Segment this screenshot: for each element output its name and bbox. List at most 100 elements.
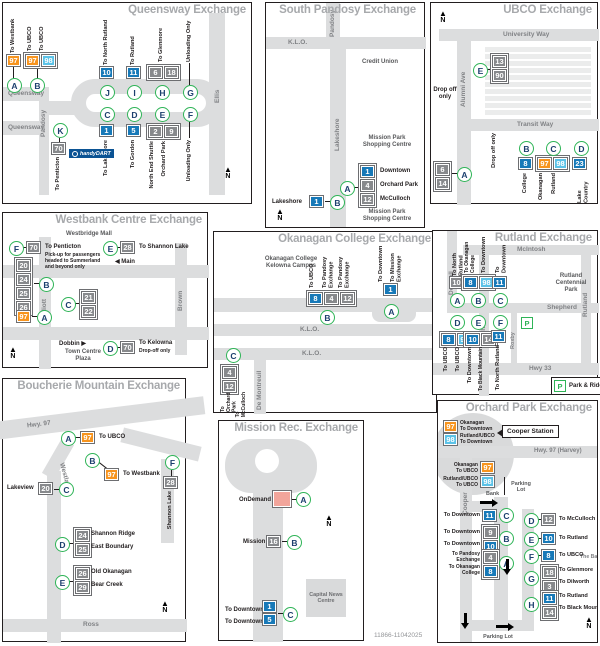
road-transit-way [471, 119, 599, 131]
route-label: East Boundary [91, 544, 134, 550]
road-westlake2 [47, 471, 61, 643]
leader-line [282, 541, 287, 542]
route-box: 11 [483, 510, 496, 521]
route-box: 70 [27, 242, 40, 253]
route-box: 24 [17, 274, 30, 285]
bay-circle: B [519, 141, 534, 156]
route-box: 12 [223, 381, 236, 392]
route-label: To Rutland [559, 593, 588, 599]
route-box: 12 [361, 194, 374, 205]
leader-line [69, 543, 73, 544]
route-group: 8 98 [461, 274, 496, 291]
street-label: Alumni Ave [460, 71, 467, 107]
route-box: 11 [127, 67, 140, 78]
route-box: 18 [543, 567, 556, 578]
route-box: 12 [341, 293, 354, 304]
ondemand-stop [273, 491, 291, 507]
roundabout [255, 449, 279, 473]
route-box: 13 [493, 56, 506, 67]
route-box: 97 [481, 462, 494, 473]
route-label: To Downtown [225, 607, 264, 613]
print-code: 11866-11042025 [374, 632, 423, 639]
north-arrow-icon: ▲ [439, 9, 447, 18]
route-label: To Pandosy Exchange [452, 551, 480, 563]
route-box: 18 [165, 67, 178, 78]
route-group: 1 4 12 [358, 163, 377, 208]
bay-circle: A [7, 78, 22, 93]
route-box: 25 [76, 544, 89, 555]
north-arrow: ▲N [585, 615, 593, 631]
direction-arrow [464, 613, 467, 623]
leader-line [34, 283, 39, 284]
bay-label: To Westbank [123, 471, 160, 477]
road-dobbin [3, 327, 209, 340]
route-box: 25 [17, 288, 30, 299]
road-cooper [460, 458, 472, 642]
leader-line [354, 187, 358, 188]
bay-label: College [522, 173, 528, 194]
route-box: 98 [554, 158, 567, 169]
bay-circle: G [524, 571, 539, 586]
leader-line [538, 538, 542, 539]
route-box: 9 [484, 527, 497, 538]
bay-circle: C [100, 107, 115, 122]
route-box: 12 [542, 514, 555, 525]
route-box: 98 [42, 55, 55, 66]
bay-circle: H [155, 85, 170, 100]
route-group: 20 24 25 26 [14, 257, 33, 316]
leader-line [117, 247, 121, 248]
route-box: 97 [444, 421, 457, 432]
route-box: 24 [76, 530, 89, 541]
route-box: 10 [542, 533, 555, 544]
route-box: 97 [17, 311, 30, 322]
route-box: 8 [542, 550, 555, 561]
panel-orchard-park-exchange: Orchard Park Exchange Hwy. 97 (Harvey) C… [437, 400, 598, 643]
bay-circle: K [53, 123, 68, 138]
bay-label: To Mission Exchange [390, 253, 403, 282]
bay-label: Rutland [551, 173, 557, 194]
bay-circle: A [457, 167, 472, 182]
bay-circle: B [471, 293, 486, 308]
street-label: Brown [177, 290, 184, 311]
route-label: Bear Creek [91, 582, 123, 588]
direction-arrow [480, 501, 492, 504]
road-klo2 [214, 348, 438, 360]
bay-label: To Okanagan College [464, 241, 476, 273]
bay-circle: A [450, 293, 465, 308]
divider-line [504, 477, 505, 495]
route-box: 8 [519, 158, 532, 169]
route-label: To Downtown [443, 512, 480, 518]
callout-pointer-icon [497, 429, 503, 437]
route-group: 8 4 12 [306, 290, 357, 307]
bay-label: North End Shuttle [149, 141, 155, 189]
route-box: 20 [17, 260, 30, 271]
bay-label: To Pandosy Exchange [322, 256, 335, 288]
route-group: 97 98 [23, 52, 58, 69]
street-label: K.L.O. [302, 350, 322, 357]
poi-label: Bank [486, 491, 500, 497]
bay-label: Okanagan [538, 173, 544, 201]
dropoff-label: Drop off only [491, 133, 497, 168]
bay-circle: C [499, 508, 514, 523]
route-group: 9 10 [481, 524, 500, 555]
route-box: 98 [481, 476, 494, 487]
panel-westbank-centre-exchange: Westbank Centre Exchange Elliott Brown ◀… [2, 212, 209, 369]
route-box: 70 [52, 143, 65, 154]
bay-circle: A [384, 304, 399, 319]
poi-label: The Bay [580, 554, 598, 560]
station-bay-label: To Downtown [460, 426, 493, 432]
direction-arrow [496, 625, 508, 628]
station-bay-label: Rutland/UBCO [443, 476, 478, 482]
route-label: To McCulloch [559, 516, 596, 522]
right-arrow-icon: ▶ [79, 341, 86, 347]
poi-label: Parking Lot [511, 481, 531, 494]
route-group: 13 90 [490, 53, 509, 84]
bay-circle: J [100, 85, 115, 100]
leader-line [117, 347, 121, 348]
direction-arrow-icon [508, 623, 514, 631]
bay-label: OnDemand [239, 497, 272, 503]
route-box: 8 [309, 293, 322, 304]
bay-circle: B [287, 535, 302, 550]
road-klo1 [214, 324, 438, 336]
bay-circle: G [183, 85, 198, 100]
